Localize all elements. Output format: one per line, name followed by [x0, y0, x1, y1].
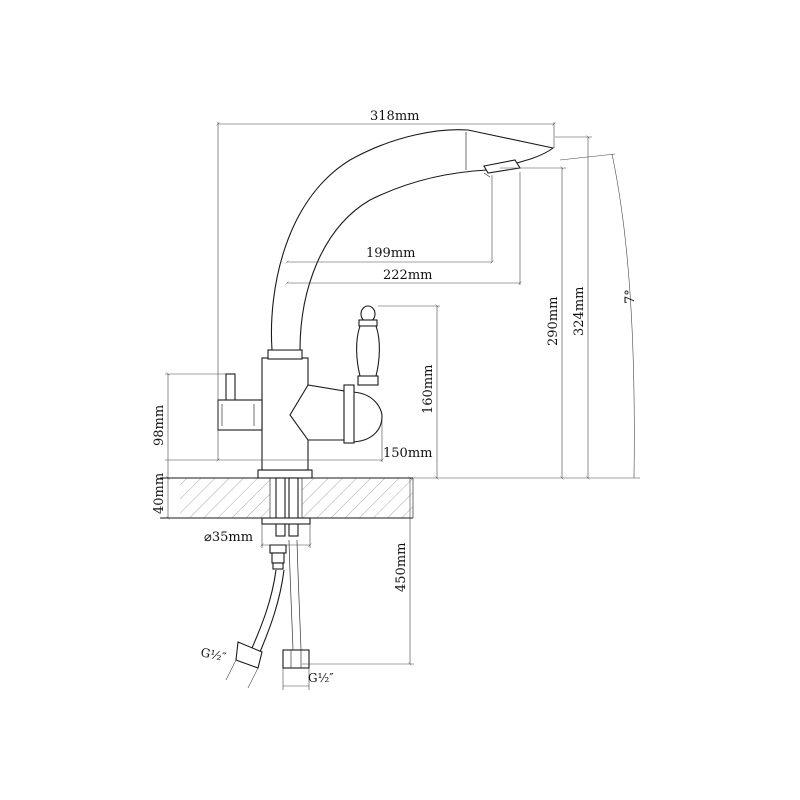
ceramic-lever	[356, 305, 380, 386]
label-lever-height: 98mm	[152, 405, 167, 446]
label-spout-reach-outer: 222mm	[383, 268, 432, 283]
faucet-body	[217, 129, 555, 479]
left-lever	[217, 373, 263, 431]
countertop	[160, 477, 414, 519]
label-thread-right: G½″	[308, 671, 334, 685]
label-handle-reach: 150mm	[383, 446, 432, 461]
label-angle: 7°	[623, 289, 638, 304]
label-deck-thickness: 40mm	[152, 473, 167, 514]
label-height-total: 324mm	[572, 287, 587, 336]
dimension-labels: 318mm 199mm 222mm 290mm 324mm 7° 160mm 9…	[152, 109, 638, 685]
under-deck-parts	[261, 477, 311, 570]
label-hole-diameter: ⌀35mm	[204, 530, 253, 545]
label-thread-left: G½″	[199, 645, 228, 664]
label-handle-height: 160mm	[421, 365, 436, 414]
dimension-lines	[165, 122, 640, 690]
label-height-spout: 290mm	[546, 297, 561, 346]
label-width-total: 318mm	[370, 109, 419, 124]
label-spout-reach-inner: 199mm	[366, 246, 415, 261]
label-hose-length: 450mm	[394, 543, 409, 592]
